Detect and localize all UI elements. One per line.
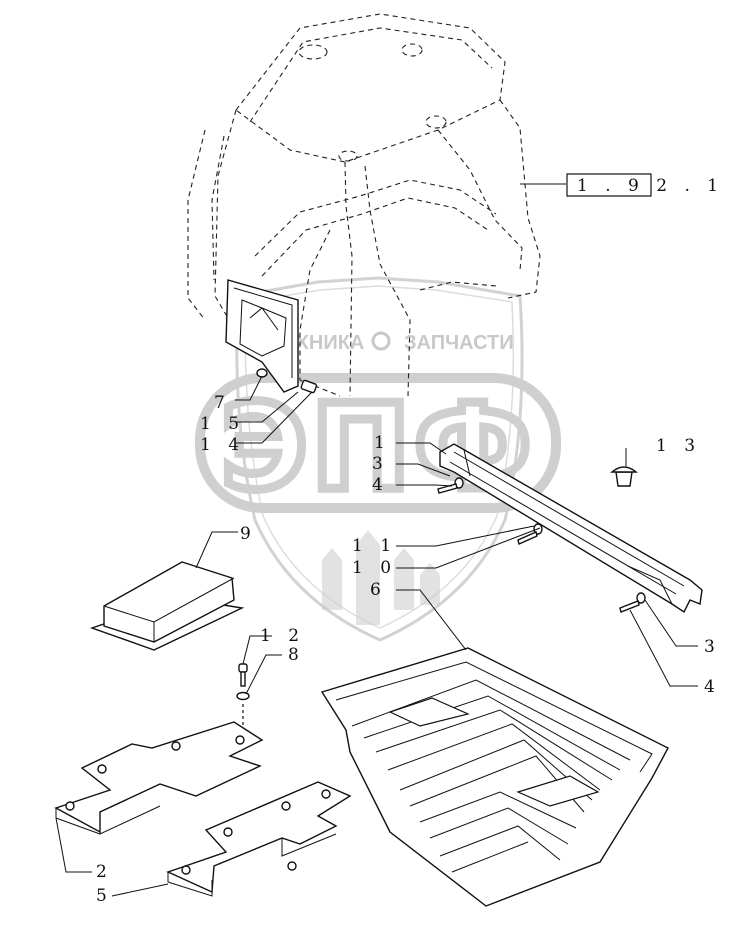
callout-2: 2 bbox=[96, 862, 113, 882]
callout-14: 1 4 bbox=[200, 435, 245, 455]
callout-15: 1 5 bbox=[200, 414, 245, 434]
callout-7: 7 bbox=[214, 393, 231, 413]
callout-1: 1 bbox=[374, 433, 391, 453]
callout-labels: 7 1 5 1 4 1 3 4 1 3 9 1 1 1 0 6 1 2 8 3 … bbox=[96, 393, 721, 906]
cab-frame-ghost bbox=[187, 13, 541, 397]
callout-3-upper: 3 bbox=[372, 454, 389, 474]
watermark-text-right: ЗАПЧАСТИ bbox=[404, 332, 514, 354]
reference-box: 1 . 9 2 . 1 bbox=[520, 173, 724, 197]
callout-13: 1 3 bbox=[656, 436, 701, 456]
reference-label: 1 . 9 2 . 1 bbox=[577, 176, 724, 196]
callout-11: 1 1 bbox=[352, 536, 397, 556]
callout-12: 1 2 bbox=[260, 626, 305, 646]
callout-4-lower: 4 bbox=[704, 677, 721, 697]
pad-upper bbox=[54, 721, 264, 835]
side-panel bbox=[225, 279, 318, 394]
storage-box bbox=[89, 561, 245, 651]
callout-8: 8 bbox=[288, 645, 305, 665]
bolt-assembly bbox=[236, 663, 250, 728]
pad-lower bbox=[166, 781, 352, 897]
trim-bar bbox=[437, 443, 703, 614]
wheat-ear-icon bbox=[322, 530, 440, 625]
watermark-letters: ЭПФ bbox=[221, 378, 535, 516]
callout-10: 1 0 bbox=[352, 558, 397, 578]
gear-icon bbox=[371, 331, 391, 351]
watermark-emblem: ТЕХНИКА ЗАПЧАСТИ ЭПФ bbox=[195, 276, 561, 642]
callout-4-upper: 4 bbox=[372, 475, 389, 495]
leader-lines bbox=[55, 375, 698, 897]
callout-5: 5 bbox=[96, 886, 113, 906]
callout-6: 6 bbox=[370, 580, 387, 600]
plug-part bbox=[610, 466, 638, 487]
callout-3-lower: 3 bbox=[704, 637, 721, 657]
floor-mat bbox=[320, 647, 669, 907]
callout-9: 9 bbox=[240, 524, 257, 544]
